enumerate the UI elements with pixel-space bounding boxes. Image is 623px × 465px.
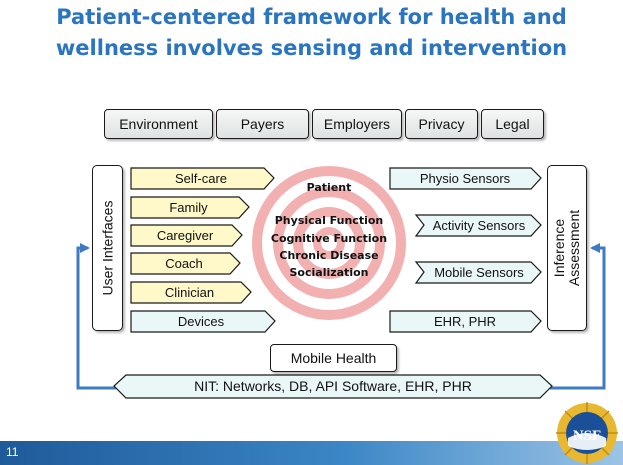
left-item-self-care: Self-care	[174, 171, 228, 186]
top-box-label: Employers	[323, 116, 391, 132]
center-item-chronic-disease: Chronic Disease	[279, 249, 379, 262]
slide-title: Patient-centered framework for health an…	[0, 2, 623, 64]
nit-arrow-shape	[113, 374, 553, 399]
right-arrow-shapes	[389, 167, 542, 333]
nit-label: NIT: Networks, DB, API Software, EHR, PH…	[194, 378, 472, 394]
center-item-socialization: Socialization	[289, 266, 369, 279]
left-item-devices: Devices	[177, 314, 225, 329]
top-box-label: Payers	[240, 116, 285, 132]
user-interfaces-label: User Interfaces	[99, 200, 115, 296]
title-line-1: Patient-centered framework for health an…	[56, 5, 567, 29]
mobile-health-box: Mobile Health	[270, 344, 397, 372]
top-box-label: Legal	[495, 116, 530, 132]
center-title-patient: Patient	[306, 181, 352, 194]
center-item-physical-function: Physical Function	[274, 214, 384, 227]
right-item-physio-sensors: Physio Sensors	[419, 171, 511, 186]
top-box-label: Environment	[119, 116, 198, 132]
assessment-label: Assessment	[566, 209, 582, 287]
inference-assessment-panel: Inference Assessment	[547, 165, 587, 331]
inference-label: Inference	[551, 218, 567, 278]
page-number: 11	[6, 445, 19, 459]
top-box-label: Privacy	[418, 116, 465, 132]
left-item-clinician: Clinician	[164, 285, 215, 300]
right-feedback-arrow	[550, 243, 606, 390]
top-box-environment: Environment	[104, 109, 213, 139]
left-item-coach: Coach	[165, 256, 203, 271]
center-item-cognitive-function: Cognitive Function	[270, 232, 388, 245]
left-feedback-arrow	[76, 243, 116, 390]
mobile-health-label: Mobile Health	[290, 350, 377, 366]
logo-text: NSF	[573, 428, 601, 444]
inference-assessment-label: Inference Assessment	[551, 209, 582, 287]
right-item-activity-sensors: Activity Sensors	[432, 218, 526, 233]
right-item-mobile-sensors: Mobile Sensors	[434, 265, 524, 280]
top-box-legal: Legal	[481, 109, 544, 139]
nsf-logo-icon: NSF	[556, 402, 618, 464]
top-box-privacy: Privacy	[405, 109, 478, 139]
footer-bar: 11	[0, 441, 623, 465]
top-box-payers: Payers	[216, 109, 309, 139]
left-item-caregiver: Caregiver	[156, 228, 214, 243]
left-arrow-shapes	[130, 167, 276, 333]
target-rings	[252, 166, 406, 320]
title-line-2: wellness involves sensing and interventi…	[55, 36, 568, 60]
user-interfaces-panel: User Interfaces	[92, 165, 123, 331]
top-box-employers: Employers	[312, 109, 402, 139]
left-item-family: Family	[169, 200, 208, 215]
right-item-ehr-phr: EHR, PHR	[433, 314, 497, 329]
